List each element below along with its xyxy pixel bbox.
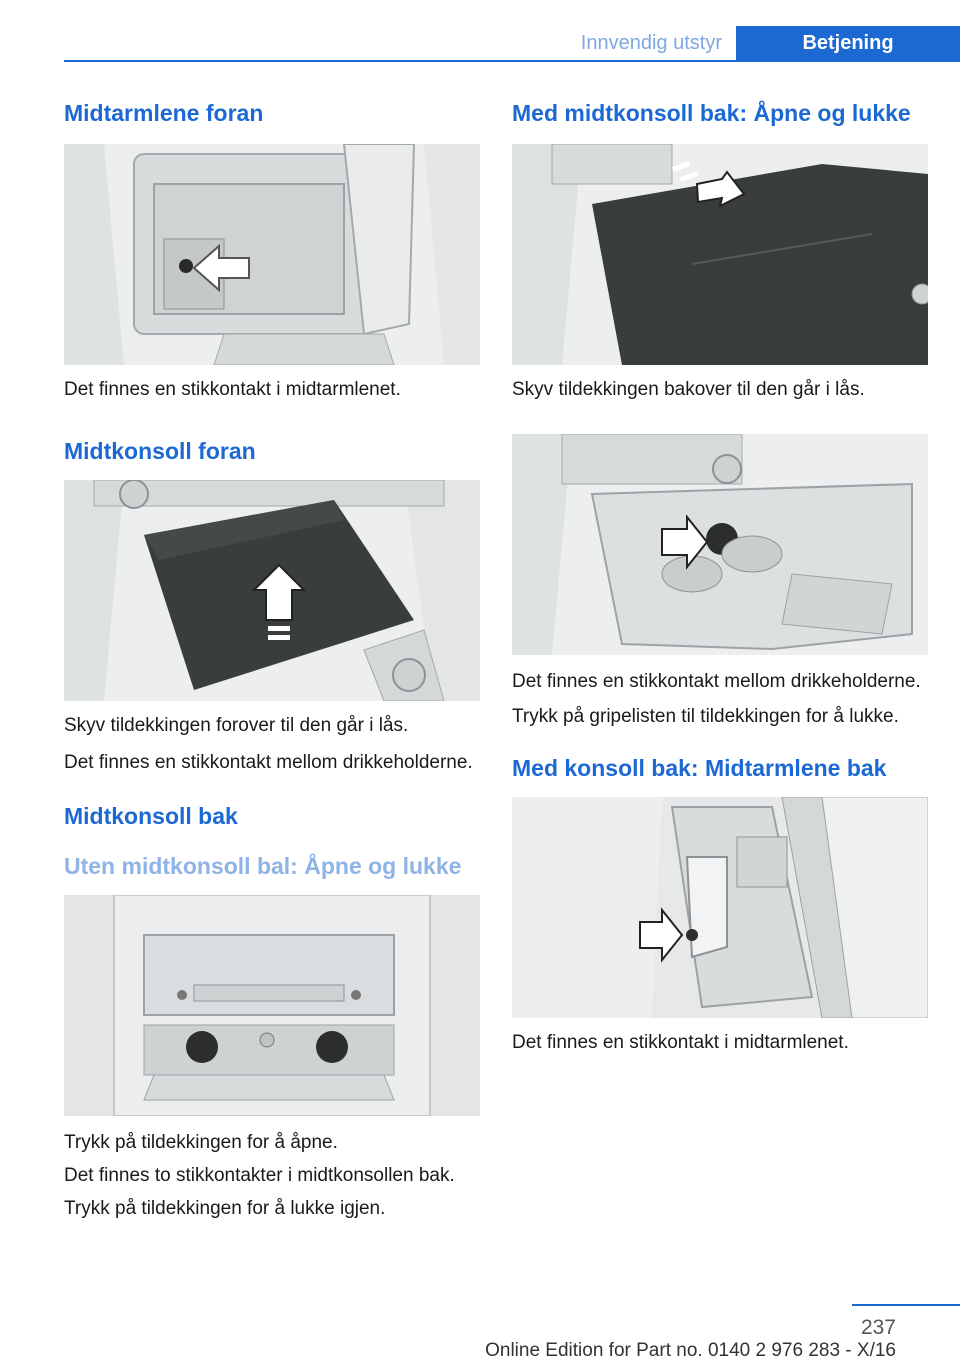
figure-with-console-cover: [512, 144, 928, 365]
figure-console-front: [64, 480, 480, 701]
heading-console-front: Midtkonsoll foran: [64, 438, 256, 464]
heading-armrest-front: Midtarmlene foran: [64, 100, 264, 126]
text-without-1: Trykk på tildekkingen for å åpne.: [64, 1132, 338, 1153]
edition-line: Online Edition for Part no. 0140 2 976 2…: [485, 1340, 896, 1361]
text-console-front-1: Skyv tildekkingen forover til den går i …: [64, 715, 409, 736]
chapter-tab[interactable]: Betjening: [736, 26, 960, 62]
right-column: Med midtkonsoll bak: Åpne og lukke Skyv …: [512, 98, 928, 1055]
figure-rear-armrest: [512, 797, 928, 1018]
figure-without-console: [64, 895, 480, 1116]
left-column: Midtarmlene foran Det finnes en stikkont…: [64, 98, 480, 1221]
text-with-2: Det finnes en stikkontakt mellom drikkeh…: [512, 671, 921, 692]
figure-armrest-front: [64, 144, 480, 365]
page-number: 237: [860, 1316, 896, 1339]
footer-rule: [852, 1304, 960, 1306]
text-armrest-front: Det finnes en stikkontakt i midtarmlenet…: [64, 379, 401, 400]
figure-with-console-cupholders: [512, 434, 928, 655]
page-header: Innvendig utstyr Betjening: [0, 0, 960, 62]
text-with-1: Skyv tildekkingen bakover til den går i …: [512, 379, 865, 400]
heading-without-console: Uten midtkonsoll bal: Åpne og lukke: [64, 853, 462, 879]
header-rule: [64, 60, 960, 62]
text-rear-armrest: Det finnes en stikkontakt i midtarmlenet…: [512, 1032, 849, 1053]
text-without-3: Trykk på tildekkingen for å lukke igjen.: [64, 1198, 386, 1219]
heading-rear-armrest: Med konsoll bak: Midtarmlene bak: [512, 755, 887, 781]
heading-with-console: Med midtkonsoll bak: Åpne og lukke: [512, 100, 911, 126]
text-with-3: Trykk på gripelisten til tildekkingen fo…: [512, 706, 899, 727]
section-tab[interactable]: Innvendig utstyr: [580, 32, 722, 54]
heading-console-rear: Midtkonsoll bak: [64, 803, 238, 829]
text-console-front-2: Det finnes en stikkontakt mellom drikkeh…: [64, 752, 473, 773]
text-without-2: Det finnes to stikkontakter i midtkonsol…: [64, 1165, 455, 1186]
